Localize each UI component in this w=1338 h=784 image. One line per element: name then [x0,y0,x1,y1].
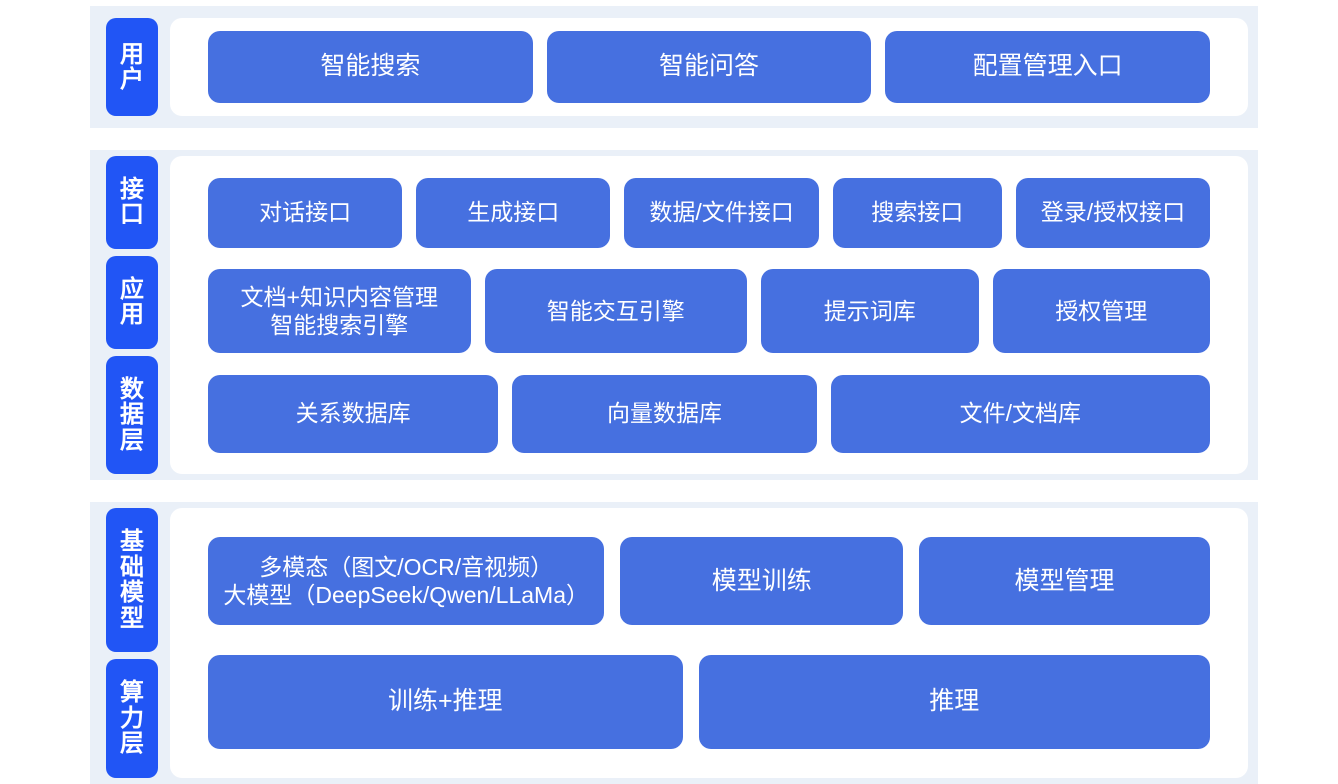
layer-tab-user[interactable]: 用户 [106,18,158,116]
layer-group-user: 用户 智能搜索 智能问答 配置管理入口 [90,6,1258,128]
box-smart-qa[interactable]: 智能问答 [546,31,872,103]
box-model-management[interactable]: 模型管理 [919,537,1210,626]
layer-tab-column-base: 基础模型 算力层 [90,502,158,784]
box-login-auth-api[interactable]: 登录/授权接口 [1015,177,1210,248]
box-generation-api[interactable]: 生成接口 [416,177,611,248]
row-interface: 对话接口 生成接口 数据/文件接口 搜索接口 登录/授权接口 [170,177,1248,248]
layer-tab-data-label: 数据层 [120,375,144,454]
box-vector-database[interactable]: 向量数据库 [512,374,817,453]
layer-group-base: 基础模型 算力层 多模态（图文/OCR/音视频） 大模型（DeepSeek/Qw… [90,502,1258,784]
row-user: 智能搜索 智能问答 配置管理入口 [170,31,1248,103]
box-inference[interactable]: 推理 [698,654,1210,749]
layer-tab-compute[interactable]: 算力层 [106,659,158,778]
row-compute: 训练+推理 推理 [170,654,1248,749]
layer-tab-column-middle: 接口 应用 数据层 [90,150,158,480]
layer-panel-user: 智能搜索 智能问答 配置管理入口 [170,18,1248,116]
layer-tab-interface-label: 接口 [120,175,144,229]
layer-tab-compute-label: 算力层 [120,679,144,758]
box-relational-database[interactable]: 关系数据库 [208,374,499,453]
layer-tab-column-user: 用户 [90,6,158,128]
box-search-api[interactable]: 搜索接口 [832,177,1002,248]
box-training-plus-inference[interactable]: 训练+推理 [208,654,683,749]
layer-panel-middle: 对话接口 生成接口 数据/文件接口 搜索接口 登录/授权接口 文档+知识内容管理… [170,156,1248,474]
layer-tab-foundation-model-label: 基础模型 [120,528,144,632]
layer-tab-interface[interactable]: 接口 [106,156,158,249]
layer-panel-base: 多模态（图文/OCR/音视频） 大模型（DeepSeek/Qwen/LLaMa）… [170,508,1248,778]
box-file-document-store[interactable]: 文件/文档库 [830,374,1210,453]
layer-tab-user-label: 用户 [120,40,144,93]
layer-tab-data[interactable]: 数据层 [106,355,158,475]
layer-tab-application[interactable]: 应用 [106,255,158,349]
box-smart-search[interactable]: 智能搜索 [208,31,533,103]
box-model-training[interactable]: 模型训练 [620,537,904,626]
box-doc-knowledge-management[interactable]: 文档+知识内容管理 智能搜索引擎 [208,269,471,353]
row-data: 关系数据库 向量数据库 文件/文档库 [170,374,1248,453]
layer-tab-application-label: 应用 [120,275,144,329]
box-authorization-management[interactable]: 授权管理 [992,269,1210,353]
box-dialog-api[interactable]: 对话接口 [208,177,403,248]
box-smart-interaction-engine[interactable]: 智能交互引擎 [484,269,747,353]
box-multimodal-large-model[interactable]: 多模态（图文/OCR/音视频） 大模型（DeepSeek/Qwen/LLaMa） [208,537,605,626]
box-prompt-library[interactable]: 提示词库 [761,269,979,353]
layer-group-middle: 接口 应用 数据层 对话接口 生成接口 数据/文件接口 搜索接口 登录/授权接口… [90,150,1258,480]
layer-tab-foundation-model[interactable]: 基础模型 [106,508,158,653]
box-data-file-api[interactable]: 数据/文件接口 [624,177,819,248]
row-application: 文档+知识内容管理 智能搜索引擎 智能交互引擎 提示词库 授权管理 [170,269,1248,353]
box-config-management-entry[interactable]: 配置管理入口 [885,31,1211,103]
row-foundation-model: 多模态（图文/OCR/音视频） 大模型（DeepSeek/Qwen/LLaMa）… [170,537,1248,626]
